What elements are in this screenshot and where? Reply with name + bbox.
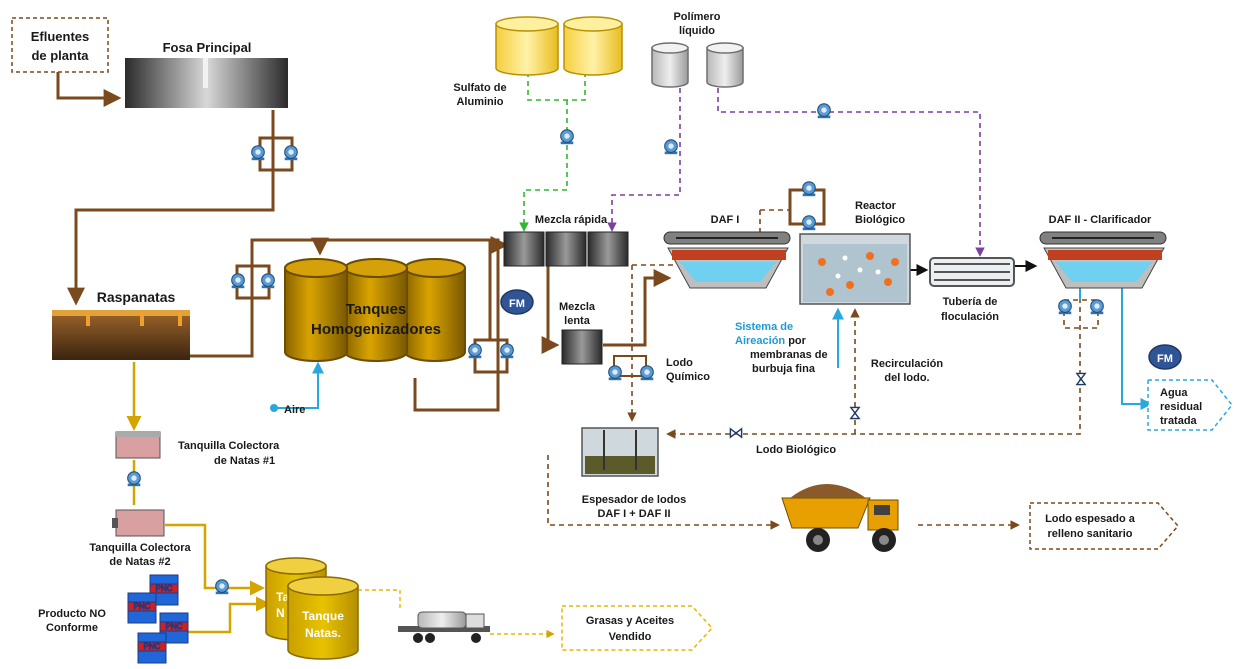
air-inlet	[270, 404, 278, 412]
homogenizer-label: Tanques	[346, 301, 407, 318]
daf1-unit	[663, 231, 791, 289]
slow-mix-tank	[561, 329, 603, 365]
rapid-mix-label: Mezcla rápida	[535, 214, 608, 226]
svg-text:FM: FM	[1157, 353, 1173, 365]
tanker-truck-icon	[398, 611, 490, 643]
flocculation-tube-label-2: floculación	[941, 311, 999, 323]
flocculation-tube	[929, 257, 1015, 287]
daf2-label: DAF II - Clarificador	[1049, 214, 1152, 226]
sludge-thickener	[581, 427, 659, 477]
flow-meter-1: FM	[500, 289, 534, 315]
collector1-label: Tanquilla Colectora	[178, 440, 280, 452]
nonconforming-label: Producto NO	[38, 608, 106, 620]
bio-sludge-label: Lodo Biológico	[756, 444, 836, 456]
aluminum-sulfate-label-2: Aluminio	[456, 96, 503, 108]
svg-text:FM: FM	[509, 298, 525, 310]
slow-mix-label: Mezcla	[559, 301, 596, 313]
aeration-label-2: Aireación por	[735, 335, 807, 347]
grease-line	[358, 589, 555, 639]
aluminum-sulfate-label: Sulfato de	[453, 82, 506, 94]
biological-reactor	[799, 233, 911, 305]
daf1-label: DAF I	[711, 214, 740, 226]
thickener-label-2: DAF I + DAF II	[597, 508, 670, 520]
grease-sold-label-2: Vendido	[609, 631, 652, 643]
svg-text:PNC: PNC	[166, 622, 183, 631]
landfill-label: Lodo espesado a	[1045, 513, 1136, 525]
effluents-label-2: de planta	[31, 48, 89, 63]
effluents-label: Efluentes	[31, 29, 90, 44]
daf2-unit	[1039, 231, 1167, 289]
homogenizer-tanks	[284, 258, 466, 362]
main-pit	[125, 58, 288, 108]
collector1-label-2: de Natas #1	[214, 455, 275, 467]
aeration-label-4: burbuja fina	[752, 363, 816, 375]
reactor-label: Reactor	[855, 200, 897, 212]
recirculation-label: Recirculación	[871, 358, 943, 370]
treated-water-box	[1147, 379, 1233, 431]
slow-mix-label-2: lenta	[564, 315, 591, 327]
grease-sold-label: Grasas y Aceites	[586, 615, 674, 627]
treated-water-label-3: tratada	[1160, 415, 1198, 427]
polymer-tanks	[651, 42, 744, 88]
aluminum-sulfate-line	[519, 72, 586, 232]
scum-collector-2	[112, 509, 165, 537]
scum-tank-back-label-2: N	[276, 606, 285, 620]
thickener-label: Espesador de lodos	[582, 494, 687, 506]
scum-tank-label-2: Natas.	[305, 626, 341, 640]
chem-sludge-label-2: Químico	[666, 371, 710, 383]
recirculation-label-2: del lodo.	[884, 372, 929, 384]
dump-truck-icon	[781, 484, 899, 552]
skimmer-label: Raspanatas	[97, 289, 176, 305]
black-lines	[910, 260, 1038, 276]
scum-tank-back-label: Ta	[276, 590, 289, 604]
pnc-drums: PNC PNC PNC PNC	[127, 574, 189, 664]
collector2-label-2: de Natas #2	[109, 556, 170, 568]
main-pit-label: Fosa Principal	[163, 40, 252, 55]
landfill-box	[1029, 502, 1179, 550]
rapid-mix-tanks	[503, 231, 629, 267]
landfill-label-2: relleno sanitario	[1048, 528, 1133, 540]
air-label: Aire	[284, 404, 305, 416]
effluents-box	[11, 17, 109, 73]
homogenizer-label-2: Homogenizadores	[311, 321, 441, 338]
treated-water-label: Agua	[1160, 387, 1188, 399]
chem-sludge-label: Lodo	[666, 357, 693, 369]
aeration-label: Sistema de	[735, 321, 793, 333]
grease-sold-box	[561, 605, 714, 651]
aeration-label-3: membranas de	[750, 349, 828, 361]
nonconforming-label-2: Conforme	[46, 622, 98, 634]
flocculation-tube-label: Tubería de	[943, 296, 998, 308]
svg-text:PNC: PNC	[144, 642, 161, 651]
scum-collector-1	[115, 431, 161, 459]
polymer-line	[607, 88, 985, 257]
reactor-label-2: Biológico	[855, 214, 905, 226]
collector2-label: Tanquilla Colectora	[89, 542, 191, 554]
flow-meter-2: FM	[1148, 344, 1182, 370]
scum-tank-label: Tanque	[302, 609, 344, 623]
aluminum-sulfate-tanks	[495, 16, 623, 76]
svg-text:PNC: PNC	[134, 602, 151, 611]
polymer-label: Polímero	[673, 11, 720, 23]
skimmer-tank	[52, 310, 190, 360]
polymer-label-2: líquido	[679, 25, 715, 37]
scum-tank	[287, 576, 359, 660]
treated-water-label-2: residual	[1160, 401, 1202, 413]
svg-text:PNC: PNC	[156, 584, 173, 593]
